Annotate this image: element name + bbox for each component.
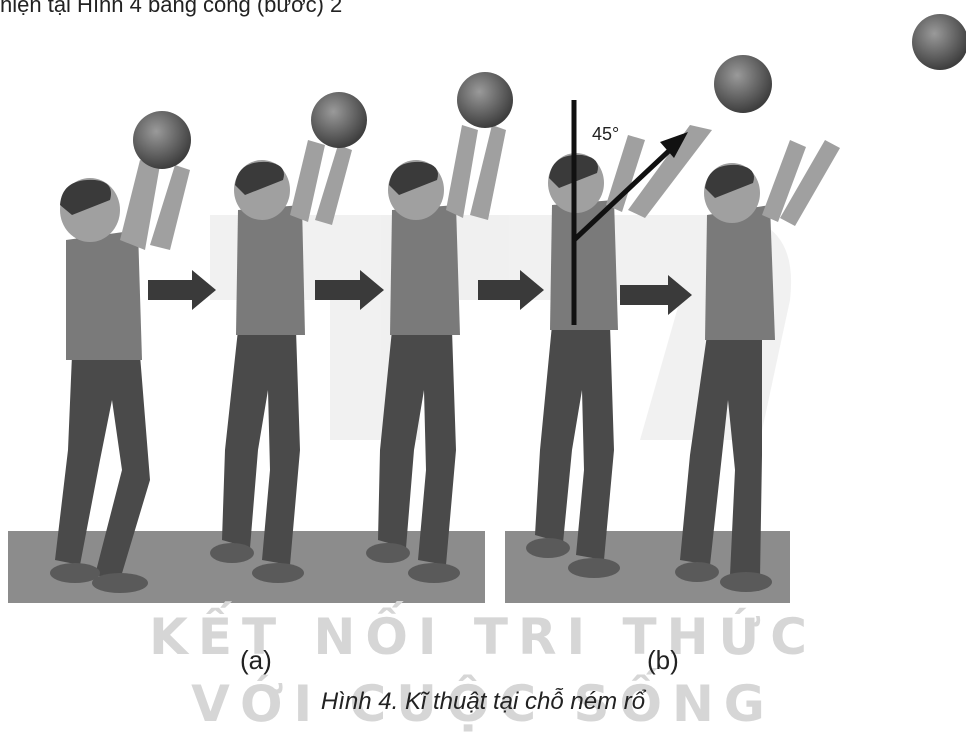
ball-2 [311, 92, 367, 148]
player-figure-1 [50, 111, 191, 593]
label-b: (b) [647, 645, 679, 675]
ball-1 [133, 111, 191, 169]
clipped-top-text: hiện tại Hình 4 bằng công (bước) 2 [0, 0, 343, 17]
watermark-line-2: VỚI CUỘC SỐNG [191, 675, 775, 733]
ball-4 [714, 55, 772, 113]
ball-3 [457, 72, 513, 128]
release-angle-arrow [572, 146, 674, 242]
arrow-3 [478, 270, 544, 310]
player-figure-5 [675, 140, 840, 592]
player-figure-2 [210, 92, 367, 583]
figure-caption: Hình 4. Kĩ thuật tại chỗ ném rổ [320, 688, 646, 715]
angle-label: 45° [592, 124, 620, 144]
arrow-1 [148, 270, 216, 310]
watermark-line-1: KẾT NỐI TRI THỨC [149, 608, 817, 666]
player-figure-3 [366, 72, 513, 583]
label-a: (a) [240, 645, 272, 675]
player-figure-4 [526, 55, 772, 578]
arrow-4 [620, 275, 692, 315]
arrow-2 [315, 270, 384, 310]
ball-5 [912, 14, 966, 70]
